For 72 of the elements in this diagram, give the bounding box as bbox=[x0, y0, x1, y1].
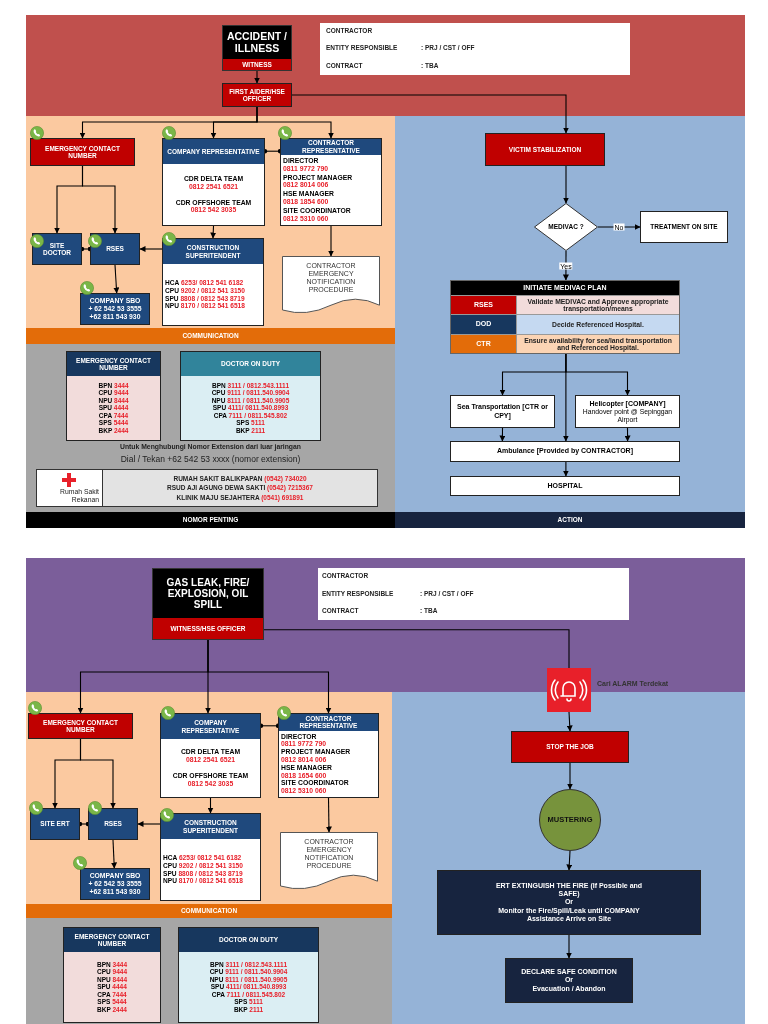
process-box bbox=[88, 808, 138, 840]
contact-card bbox=[180, 351, 321, 441]
process-box bbox=[28, 713, 133, 739]
alarm-icon bbox=[547, 668, 591, 712]
arrow bbox=[291, 94, 569, 134]
contact-card bbox=[162, 138, 265, 226]
contact-card bbox=[178, 927, 319, 1023]
document-shape bbox=[280, 832, 378, 892]
task-table bbox=[450, 280, 680, 354]
incident-box bbox=[152, 568, 264, 640]
process-box bbox=[80, 868, 150, 900]
process-box bbox=[30, 138, 135, 166]
arrow bbox=[256, 106, 334, 139]
arrow bbox=[566, 711, 573, 732]
contact-card bbox=[66, 351, 161, 441]
process-box bbox=[80, 293, 150, 325]
decision-diamond bbox=[534, 203, 598, 251]
arrow bbox=[562, 461, 569, 477]
contact-card bbox=[162, 238, 264, 326]
connector-line bbox=[77, 821, 91, 827]
section-band bbox=[26, 904, 392, 918]
contact-card bbox=[278, 713, 379, 798]
section-band bbox=[26, 328, 395, 344]
arrow bbox=[624, 427, 631, 442]
process-box bbox=[511, 731, 629, 763]
process-box bbox=[485, 133, 605, 166]
document-shape bbox=[282, 256, 380, 316]
process-box bbox=[437, 870, 701, 935]
arrow bbox=[210, 225, 217, 239]
arrow bbox=[566, 850, 573, 871]
hospital-panel bbox=[36, 469, 378, 507]
incident-box bbox=[222, 25, 292, 71]
connector-line bbox=[262, 149, 283, 154]
section-band bbox=[26, 512, 395, 528]
process-box bbox=[450, 441, 680, 462]
arrow bbox=[567, 762, 573, 790]
arrow bbox=[325, 797, 332, 833]
arrow bbox=[79, 738, 116, 809]
arrow bbox=[566, 934, 572, 959]
arrow bbox=[499, 427, 506, 442]
arrow bbox=[328, 225, 334, 257]
arrow bbox=[113, 264, 120, 294]
arrow bbox=[81, 165, 118, 234]
process-box bbox=[575, 395, 680, 428]
contact-card bbox=[63, 927, 161, 1023]
incident-title: GAS LEAK, FIRE/ EXPLOSION, OIL SPILL bbox=[165, 577, 251, 610]
arrow bbox=[562, 250, 569, 281]
arrow bbox=[111, 839, 118, 869]
label-text: Dial / Tekan +62 542 53 xxxx (nomor extension) bbox=[119, 454, 302, 464]
process-box bbox=[30, 808, 80, 840]
connector-line bbox=[263, 629, 570, 669]
contact-card bbox=[280, 138, 382, 226]
process-box bbox=[32, 233, 82, 265]
arrow bbox=[137, 821, 161, 827]
arrow bbox=[562, 353, 569, 442]
section-band bbox=[395, 512, 745, 528]
arrow bbox=[207, 797, 214, 814]
arrow bbox=[139, 246, 163, 252]
connector-line bbox=[79, 246, 93, 252]
arrow bbox=[563, 165, 569, 204]
arrow bbox=[254, 70, 260, 84]
contact-card bbox=[160, 813, 261, 901]
process-box bbox=[640, 211, 728, 243]
connector-line bbox=[258, 723, 281, 728]
process-box bbox=[90, 233, 140, 265]
incident-title: ACCIDENT / ILLNESS bbox=[225, 30, 289, 55]
contact-card bbox=[160, 713, 261, 798]
process-box bbox=[450, 395, 555, 428]
process-box bbox=[505, 958, 633, 1003]
process-box bbox=[450, 476, 680, 496]
arrow bbox=[207, 639, 332, 714]
process-box bbox=[222, 83, 292, 107]
